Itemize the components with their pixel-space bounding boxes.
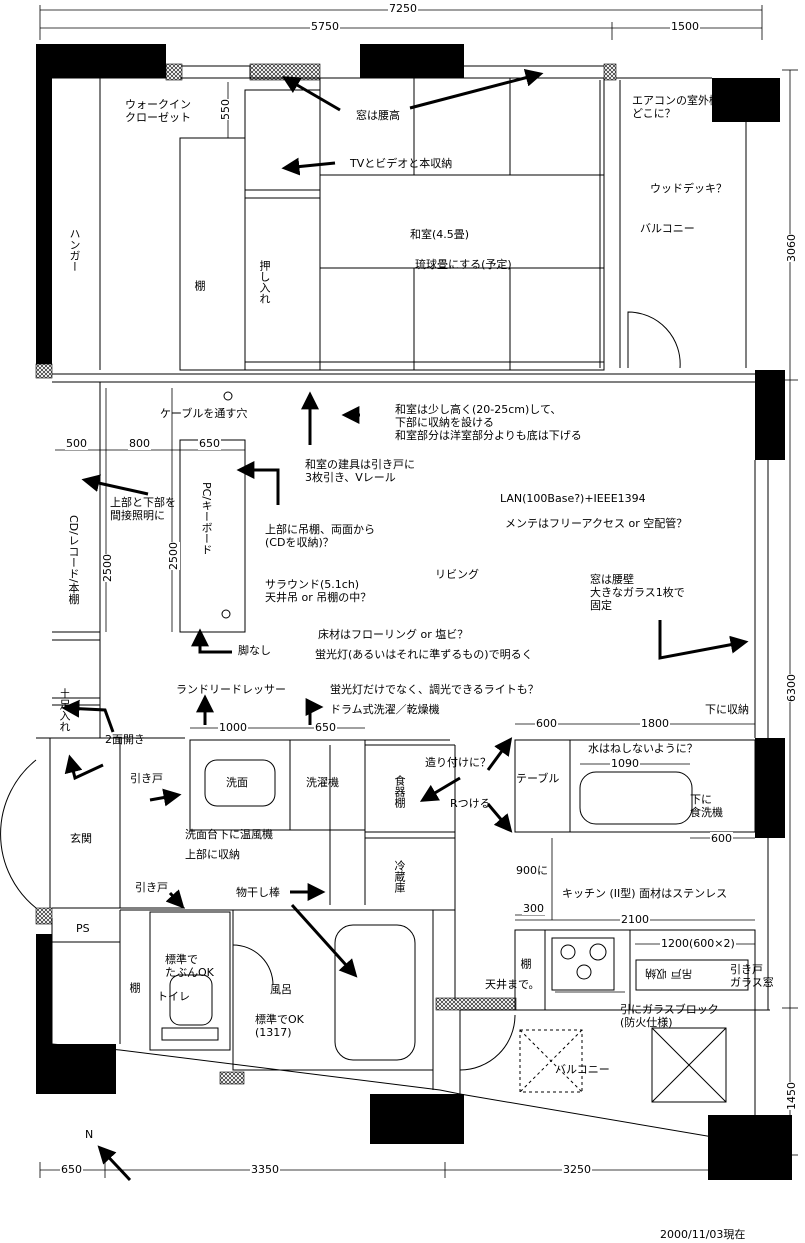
label-drum-washer: ドラム式洗濯／乾燥機 — [330, 703, 440, 716]
dim-left-650: 650 — [198, 437, 221, 450]
label-aircon: エアコンの室外機は どこに？ — [632, 94, 731, 120]
label-cable-hole: ケーブルを通す穴 — [160, 407, 248, 420]
label-r-tsukeru: Rつける — [450, 797, 491, 810]
label-lan: LAN(100Base?)+IEEE1394 — [500, 492, 646, 505]
label-toilet-std: 標準で たぶんOK — [165, 953, 214, 979]
dim-right-top: 3060 — [785, 234, 798, 262]
label-shoe-box: 土足入れ — [58, 688, 71, 732]
label-built-in: 造り付けに？ — [425, 756, 491, 769]
dim-left-500: 500 — [65, 437, 88, 450]
hatched-walls — [35, 63, 617, 1085]
label-oshiire: 押し入れ — [258, 260, 271, 304]
label-no-splash: 水はねしないように？ — [588, 742, 698, 755]
label-sliding-door2: 引き戸 — [135, 881, 168, 894]
label-sliding-door: 引き戸 — [130, 772, 163, 785]
label-dimmer: 蛍光灯だけでなく、調光できるライトも？ — [330, 683, 539, 696]
dim-left-800: 800 — [128, 437, 151, 450]
label-shelf3: 棚 — [519, 958, 532, 969]
label-washitsu-door: 和室の建具は引き戸に 3枚引き、Vレール — [305, 458, 415, 484]
label-kitchen: キッチン (II型) 面材はステンレス — [562, 887, 728, 900]
dim-2500-a: 2500 — [101, 554, 114, 582]
label-genkan: 玄関 — [70, 832, 92, 845]
label-two-sided: 2面開き — [105, 733, 145, 746]
label-balcony2: バルコニー — [555, 1063, 610, 1076]
dim-kit-1200: 1200(600×2) — [660, 937, 736, 950]
dim-kit-1090: 1090 — [610, 757, 640, 770]
label-bath: 風呂 — [270, 983, 292, 996]
interior-lines — [0, 65, 770, 1150]
label-washitsu: 和室(4.5畳) — [410, 228, 470, 241]
dim-laundry-650: 650 — [314, 721, 337, 734]
dim-total-width: 7250 — [388, 2, 418, 15]
dim-balcony-width: 1500 — [670, 20, 700, 33]
dim-kit-2100: 2100 — [620, 913, 650, 926]
dim-right-bottom: 1450 — [785, 1082, 798, 1110]
label-washer: 洗濯機 — [306, 776, 339, 789]
label-north: N — [85, 1128, 94, 1141]
dim-kit-900: 900に — [515, 862, 549, 878]
arrows — [61, 68, 749, 1182]
label-shelf: 棚 — [193, 280, 206, 291]
label-ps: PS — [76, 922, 90, 935]
label-washitsu-high: 和室は少し高く(20-25cm)して、 下部に収納を設ける 和室部分は洋室部分よ… — [395, 403, 582, 442]
label-laundry-dresser: ランドリードレッサー — [176, 683, 286, 696]
label-upper-storage: 上部に収納 — [185, 848, 240, 861]
label-toilet: トイレ — [157, 990, 190, 1003]
label-sliding-glass: 引き戸 ガラス窓 — [730, 963, 774, 989]
label-date: 2000/11/03現在 — [660, 1228, 746, 1241]
label-window-fixed: 窓は腰壁 大きなガラス1枚で 固定 — [590, 573, 685, 612]
label-hanger: ハンガー — [68, 228, 81, 272]
label-tv-storage: TVとビデオと本収納 — [350, 157, 453, 170]
label-shelf2: 棚 — [128, 982, 141, 993]
label-balcony: バルコニー — [640, 222, 695, 235]
dim-kit-300: 300 — [522, 902, 545, 915]
label-cd-shelf: CD/レコード/本棚 — [67, 515, 80, 605]
dim-right-mid: 6300 — [785, 674, 798, 702]
label-floor: 床材はフローリング or 塩ビ？ — [318, 628, 469, 641]
label-heater: 洗面台下に温風機 — [185, 828, 273, 841]
label-living: リビング — [435, 568, 479, 581]
label-to-ceiling: 天井まで。 — [485, 978, 540, 991]
walls — [36, 44, 792, 1180]
label-window-waist: 窓は腰高 — [356, 109, 400, 122]
label-fluorescent: 蛍光灯(あるいはそれに準ずるもの)で明るく — [315, 648, 533, 661]
label-storage-below: 下に収納 — [705, 703, 749, 716]
label-dishwasher: 下に 食洗機 — [690, 793, 723, 819]
label-wood-deck: ウッドデッキ？ — [650, 182, 727, 195]
dim-bottom-right: 3250 — [562, 1163, 592, 1176]
dim-main-width: 5750 — [310, 20, 340, 33]
label-glass-block: 引にガラスブロック (防火仕様) — [620, 1003, 719, 1029]
label-no-leg: 脚なし — [238, 644, 271, 657]
label-fridge: 冷蔵庫 — [393, 860, 406, 893]
label-ryukyu: 琉球畳にする(予定) — [415, 258, 512, 271]
dim-bottom-left: 650 — [60, 1163, 83, 1176]
dim-laundry-1000: 1000 — [218, 721, 248, 734]
label-table: テーブル — [516, 772, 560, 785]
label-maintenance: メンテはフリーアクセス or 空配管？ — [505, 517, 688, 530]
dim-kit-1800: 1800 — [640, 717, 670, 730]
label-dish-shelf: 食器棚 — [393, 775, 406, 808]
label-hanging-shelf: 上部に吊棚、両面から (CDを収納)？ — [265, 523, 375, 549]
label-clothes-pole: 物干し棒 — [236, 886, 280, 899]
label-indirect: 上部と下部を 間接照明に — [110, 496, 176, 522]
label-surround: サラウンド(5.1ch) 天井吊 or 吊棚の中？ — [265, 578, 372, 604]
dim-2500-b: 2500 — [167, 542, 180, 570]
label-walkin: ウォークイン クローゼット — [125, 98, 191, 124]
dim-kit-600-right: 600 — [710, 832, 733, 845]
label-senmen: 洗面 — [226, 776, 248, 789]
label-flipped: 吊戸 収納 — [645, 967, 693, 980]
inner-dims — [55, 82, 755, 993]
label-bath-std: 標準でOK (1317) — [255, 1013, 304, 1039]
label-pc-board: PC/キーボード — [200, 482, 213, 556]
dim-bottom-mid: 3350 — [250, 1163, 280, 1176]
dim-closet-depth: 550 — [219, 99, 232, 120]
dim-kit-600-top: 600 — [535, 717, 558, 730]
